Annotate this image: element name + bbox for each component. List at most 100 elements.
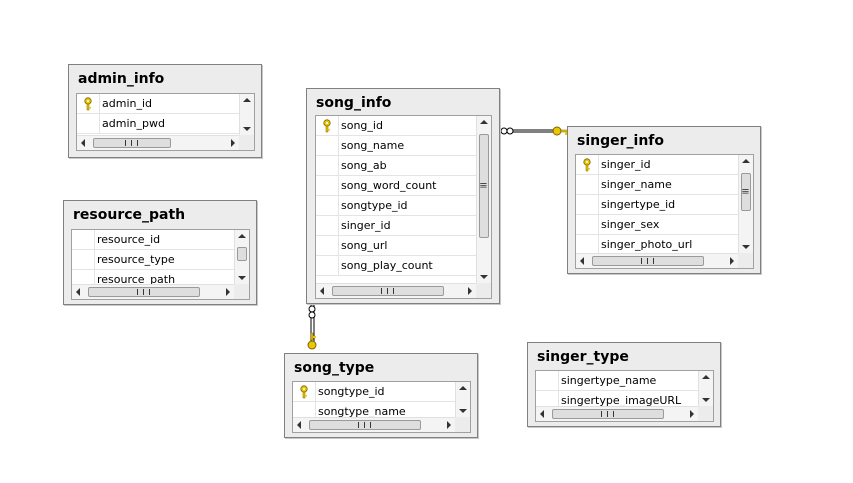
scroll-left-arrow-icon[interactable]	[320, 287, 324, 295]
column-row[interactable]: songtype_id	[316, 196, 476, 216]
scroll-up-arrow-icon[interactable]	[238, 234, 246, 238]
scroll-right-arrow-icon[interactable]	[447, 421, 451, 429]
scroll-left-arrow-icon[interactable]	[540, 410, 544, 418]
horizontal-scroll-thumb[interactable]: ❙❙❙	[93, 138, 171, 148]
row-selector[interactable]	[316, 256, 339, 275]
scroll-down-arrow-icon[interactable]	[459, 409, 467, 413]
row-selector[interactable]	[576, 155, 599, 174]
horizontal-scroll-thumb[interactable]: ❙❙❙	[309, 420, 421, 430]
column-row[interactable]: admin_pwd	[77, 114, 239, 134]
row-selector[interactable]	[316, 196, 339, 215]
horizontal-scrollbar[interactable]: ❙❙❙	[576, 253, 738, 268]
column-row[interactable]: song_ab	[316, 156, 476, 176]
horizontal-scroll-thumb[interactable]: ❙❙❙	[332, 286, 444, 296]
row-selector[interactable]	[77, 114, 100, 133]
horizontal-scroll-thumb[interactable]: ❙❙❙	[88, 287, 200, 297]
scroll-left-arrow-icon[interactable]	[580, 257, 584, 265]
row-selector[interactable]	[536, 371, 559, 390]
scroll-down-arrow-icon[interactable]	[702, 398, 710, 402]
vertical-scroll-thumb[interactable]: ≡	[479, 134, 489, 238]
column-row[interactable]: singer_sex	[576, 215, 738, 235]
table-title[interactable]: song_type	[294, 360, 375, 376]
scroll-up-arrow-icon[interactable]	[742, 159, 750, 163]
scroll-up-arrow-icon[interactable]	[702, 375, 710, 379]
scroll-up-arrow-icon[interactable]	[480, 120, 488, 124]
scroll-right-arrow-icon[interactable]	[690, 410, 694, 418]
horizontal-scroll-thumb[interactable]: ❙❙❙	[552, 409, 664, 419]
row-selector[interactable]	[576, 175, 599, 194]
column-row[interactable]: song_url	[316, 236, 476, 256]
scroll-down-arrow-icon[interactable]	[238, 276, 246, 280]
vertical-scrollbar[interactable]: ≡	[476, 116, 491, 283]
horizontal-scrollbar[interactable]: ❙❙❙	[293, 417, 455, 432]
table-title[interactable]: resource_path	[73, 207, 186, 223]
vertical-scrollbar[interactable]: ≡	[738, 155, 753, 253]
column-row[interactable]: singer_name	[576, 175, 738, 195]
column-row[interactable]: resource_type	[72, 250, 234, 270]
column-row[interactable]: song_play_count	[316, 256, 476, 276]
column-row[interactable]: singertype_id	[576, 195, 738, 215]
column-row[interactable]: songtype_name	[293, 402, 455, 417]
column-row[interactable]: song_id	[316, 116, 476, 136]
column-row[interactable]: singertype_imageURL	[536, 391, 698, 406]
row-selector[interactable]	[576, 215, 599, 234]
horizontal-scrollbar[interactable]: ❙❙❙	[316, 283, 476, 298]
row-selector[interactable]	[576, 195, 599, 214]
scroll-up-arrow-icon[interactable]	[459, 386, 467, 390]
row-selector[interactable]	[316, 116, 339, 135]
scroll-right-arrow-icon[interactable]	[468, 287, 472, 295]
scroll-left-arrow-icon[interactable]	[76, 288, 80, 296]
row-selector[interactable]	[77, 94, 100, 113]
row-selector[interactable]	[72, 230, 95, 249]
row-selector[interactable]	[72, 270, 95, 284]
vertical-scrollbar[interactable]	[455, 382, 470, 417]
row-selector[interactable]	[293, 382, 316, 401]
horizontal-scrollbar[interactable]: ❙❙❙	[536, 406, 698, 421]
row-selector[interactable]	[316, 236, 339, 255]
row-selector[interactable]	[316, 156, 339, 175]
column-row[interactable]: resource_path	[72, 270, 234, 284]
row-selector[interactable]	[316, 216, 339, 235]
table-title[interactable]: singer_type	[537, 349, 629, 365]
vertical-scroll-thumb[interactable]	[237, 247, 247, 261]
scroll-right-arrow-icon[interactable]	[226, 288, 230, 296]
relationship-song-info-song-type[interactable]	[307, 303, 317, 350]
vertical-scrollbar[interactable]	[234, 230, 249, 284]
vertical-scrollbar[interactable]	[239, 94, 254, 135]
column-row[interactable]: singer_id	[576, 155, 738, 175]
column-row[interactable]: singer_id	[316, 216, 476, 236]
row-selector[interactable]	[316, 136, 339, 155]
row-selector[interactable]	[536, 391, 559, 406]
column-row[interactable]: singertype_name	[536, 371, 698, 391]
row-selector[interactable]	[316, 176, 339, 195]
column-row[interactable]: resource_id	[72, 230, 234, 250]
scroll-right-arrow-icon[interactable]	[730, 257, 734, 265]
relationship-song-info-singer-info[interactable]	[500, 126, 569, 136]
scroll-right-arrow-icon[interactable]	[231, 139, 235, 147]
horizontal-scroll-thumb[interactable]: ❙❙❙	[592, 256, 704, 266]
row-selector[interactable]	[576, 235, 599, 253]
column-row[interactable]: singer_photo_url	[576, 235, 738, 253]
horizontal-scrollbar[interactable]: ❙❙❙	[77, 135, 239, 150]
horizontal-scrollbar[interactable]: ❙❙❙	[72, 284, 234, 299]
column-row[interactable]: admin_id	[77, 94, 239, 114]
column-row[interactable]: song_word_count	[316, 176, 476, 196]
vertical-scrollbar[interactable]	[698, 371, 713, 406]
scroll-down-arrow-icon[interactable]	[480, 275, 488, 279]
table-title[interactable]: song_info	[316, 95, 392, 111]
scroll-down-arrow-icon[interactable]	[742, 245, 750, 249]
scroll-up-arrow-icon[interactable]	[243, 98, 251, 102]
table-title[interactable]: singer_info	[577, 133, 664, 149]
scroll-left-arrow-icon[interactable]	[81, 139, 85, 147]
scroll-left-arrow-icon[interactable]	[297, 421, 301, 429]
scroll-down-arrow-icon[interactable]	[243, 127, 251, 131]
column-row[interactable]: songtype_id	[293, 382, 455, 402]
row-selector[interactable]	[72, 250, 95, 269]
table-title[interactable]: admin_info	[78, 71, 165, 87]
